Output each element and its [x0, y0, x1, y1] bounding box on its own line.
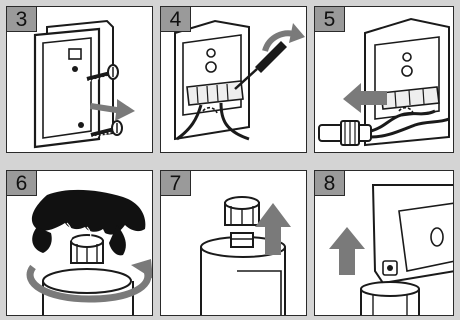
- step-number: 8: [315, 171, 345, 196]
- step-number: 4: [161, 7, 191, 32]
- step-number: 3: [7, 7, 37, 32]
- step-6-panel: 6: [6, 170, 153, 316]
- step-3-panel: 3: [6, 6, 153, 153]
- housing-icon: [373, 185, 454, 283]
- step-number: 5: [315, 7, 345, 32]
- step-4-panel: 4: [160, 6, 307, 153]
- step-number: 6: [7, 171, 37, 196]
- cap-icon: [71, 235, 103, 263]
- step-8-panel: 8: [314, 170, 454, 316]
- cover-plate-icon: [35, 29, 99, 147]
- step-5-panel: 5: [314, 6, 454, 153]
- cap-icon: [225, 197, 259, 225]
- arrow-up-icon: [329, 227, 365, 275]
- step-7-panel: 7: [160, 170, 307, 316]
- step-number: 7: [161, 171, 191, 196]
